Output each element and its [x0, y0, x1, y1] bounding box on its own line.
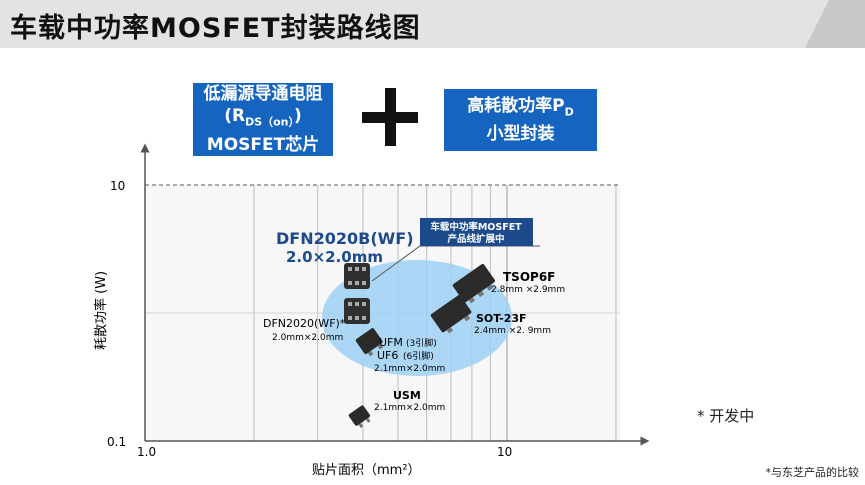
box-right-line1-sub: D	[564, 105, 574, 119]
highlight-label-line2: 产品线扩展中	[447, 233, 504, 245]
highlight-label-box	[420, 218, 533, 246]
plus-icon	[362, 88, 422, 148]
sot23f-size: 2.4mm ×2. 9mm	[474, 326, 551, 336]
y-tick-0.1: 0.1	[107, 435, 126, 449]
usm-name: USM	[393, 389, 421, 402]
low-rds-chip-box: 低漏源导通电阻 (RDS（on）) MOSFET芯片	[193, 83, 333, 156]
ufm-name: UFM	[379, 336, 403, 349]
box-left-line2-pre: (R	[224, 106, 246, 127]
box-right-line2: 小型封装	[486, 124, 555, 145]
page-title: 车载中功率MOSFET封装路线图	[10, 13, 421, 44]
package-dfn2020-icon	[344, 298, 370, 324]
package-dfn2020b-icon	[344, 263, 370, 289]
dfn2020-name: DFN2020(WF)*	[263, 317, 346, 330]
wip-note: * 开发中	[697, 407, 755, 425]
x-tick-10: 10	[497, 445, 512, 459]
x-tick-1: 1.0	[137, 445, 156, 459]
dfn2020-size: 2.0mm×2.0mm	[272, 333, 343, 343]
package-tsop6f-icon	[452, 263, 495, 304]
package-sot23f-icon	[430, 295, 472, 334]
box-left-line1: 低漏源导通电阻	[203, 84, 323, 105]
package-usm-icon	[348, 405, 371, 429]
footnote: *与东芝产品的比较	[765, 466, 860, 479]
ufm-pins: (3引脚)	[406, 338, 437, 349]
title-bar: 车载中功率MOSFET封装路线图	[0, 0, 865, 48]
box-left-line3: MOSFET芯片	[206, 134, 320, 155]
tsop6f-size: 2.8mm ×2.9mm	[491, 285, 565, 295]
package-ufm-icon	[355, 328, 384, 357]
box-right-line1-pre: 高耗散功率P	[467, 95, 565, 116]
small-package-box: 高耗散功率PD 小型封装	[444, 89, 597, 151]
sot23f-name: SOT-23F	[476, 312, 527, 325]
uf6-pins: (6引脚)	[403, 351, 434, 362]
tsop6f-name: TSOP6F	[503, 270, 555, 284]
box-left-line2: (RDS（on）)	[224, 105, 302, 133]
y-tick-10: 10	[110, 179, 125, 193]
ufm-size: 2.1mm×2.0mm	[374, 364, 445, 374]
dfn2020b-size: 2.0×2.0mm	[286, 248, 383, 266]
y-axis-label: 耗散功率 (W)	[93, 271, 109, 350]
highlight-label-line1: 车载中功率MOSFET	[430, 221, 522, 233]
box-right-line1: 高耗散功率PD	[467, 95, 574, 123]
dfn2020b-name: DFN2020B(WF)	[276, 229, 414, 248]
box-left-line2-sub: DS（on）	[245, 115, 295, 129]
x-axis-label: 贴片面积（mm²）	[312, 463, 421, 478]
box-left-line2-post: )	[294, 106, 302, 127]
usm-size: 2.1mm×2.0mm	[374, 403, 445, 413]
uf6-name: UF6	[377, 349, 398, 362]
